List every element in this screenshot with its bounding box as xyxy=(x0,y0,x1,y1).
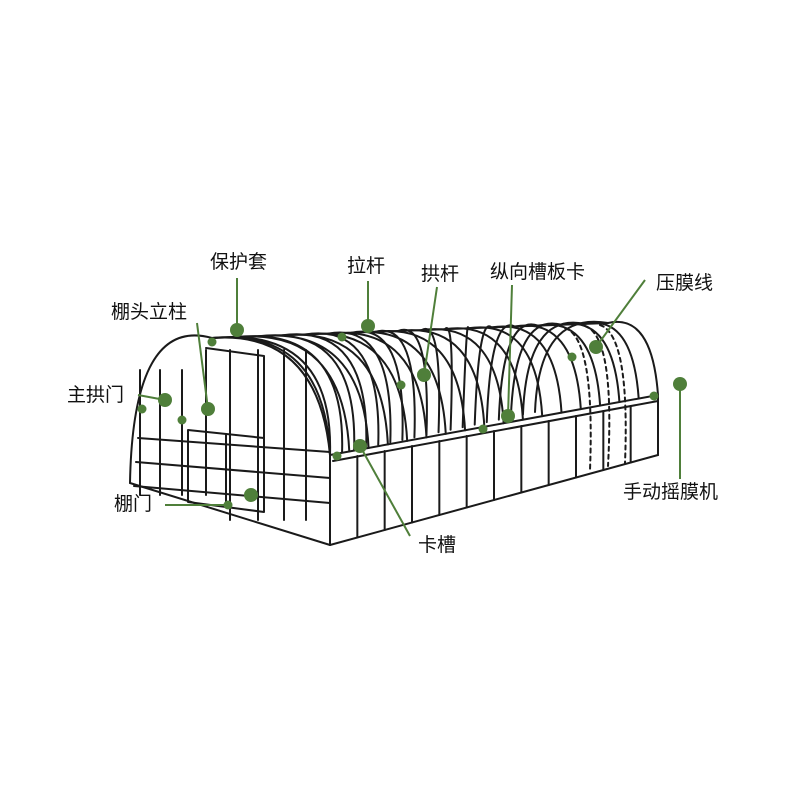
marker-dot xyxy=(673,377,687,391)
label-clip-groove: 卡槽 xyxy=(418,534,457,556)
marker-dot xyxy=(230,323,244,337)
marker-dot xyxy=(201,402,215,416)
leader-line xyxy=(423,286,438,376)
marker-dot xyxy=(207,337,217,347)
marker-dot xyxy=(337,332,347,342)
label-film-roller: 手动摇膜机 xyxy=(623,481,719,503)
main-arch-door-frame xyxy=(205,347,265,439)
marker-dot xyxy=(361,319,375,333)
label-tie-rod: 拉杆 xyxy=(347,255,386,277)
greenhouse-structure xyxy=(129,320,659,546)
marker-dot xyxy=(244,488,258,502)
gable-rail xyxy=(135,461,331,479)
marker-dot xyxy=(589,340,603,354)
leader-line xyxy=(507,284,513,417)
marker-dot xyxy=(417,368,431,382)
markers xyxy=(137,319,687,510)
gable-rail xyxy=(133,485,331,504)
marker-dot xyxy=(396,380,406,390)
marker-dot xyxy=(223,500,233,510)
marker-dot xyxy=(137,404,147,414)
marker-dot xyxy=(649,391,659,401)
ridge-line xyxy=(211,322,609,339)
gable-rail xyxy=(137,437,331,453)
film-line xyxy=(584,325,611,467)
label-protective-cover: 保护套 xyxy=(210,251,268,273)
shed-door-frame xyxy=(187,429,265,513)
marker-dot xyxy=(501,409,515,423)
leader-line xyxy=(359,445,411,537)
leader-lines xyxy=(137,278,681,537)
clip-groove-line xyxy=(329,394,659,456)
label-arch-rod: 拱杆 xyxy=(421,263,460,285)
label-longitudinal-clip: 纵向槽板卡 xyxy=(490,261,586,283)
marker-dot xyxy=(353,439,367,453)
marker-dot xyxy=(177,415,187,425)
film-line xyxy=(599,324,627,464)
label-gable-post: 棚头立柱 xyxy=(111,301,188,323)
marker-dot xyxy=(158,393,172,407)
film-line xyxy=(564,327,592,471)
marker-dot xyxy=(478,424,488,434)
label-shed-door: 棚门 xyxy=(114,493,153,515)
label-film-line: 压膜线 xyxy=(656,272,714,294)
leader-line xyxy=(196,322,209,410)
arch-rib xyxy=(485,324,582,424)
leader-line xyxy=(595,279,646,348)
marker-dot xyxy=(567,352,577,362)
marker-dot xyxy=(332,451,342,461)
label-main-arch-door: 主拱门 xyxy=(67,384,125,406)
